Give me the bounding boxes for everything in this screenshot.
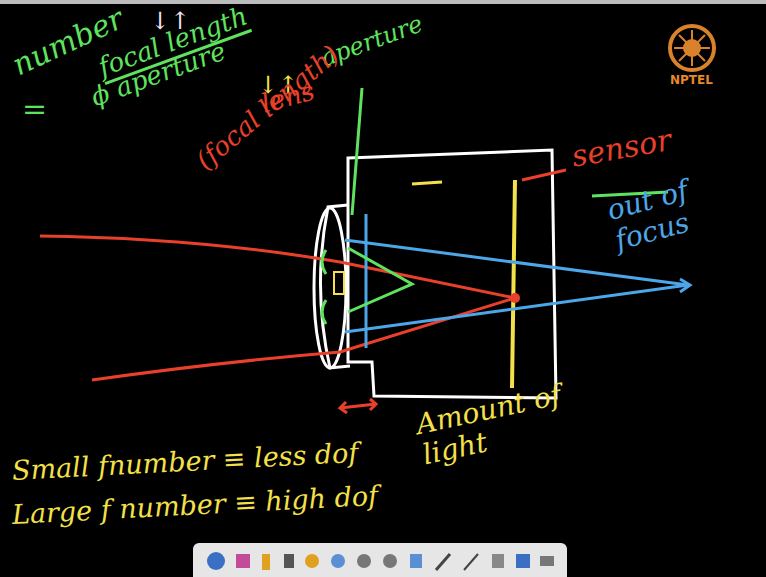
note-text: out of focus [604,169,726,257]
aperture-cone [348,248,412,312]
leader-line [522,170,566,180]
focus-point [510,293,520,303]
blue-line [365,214,368,348]
leader-line [352,88,362,215]
light-ray [40,236,515,298]
logo-spokes [674,30,710,66]
toolbar [193,543,567,577]
blue-head [680,279,690,292]
body-mark [412,182,442,184]
light-ray [92,298,515,380]
note-text: Large f number ≡ high dof [11,481,379,530]
aperture-bracket [322,250,326,324]
aperture-mark [334,272,344,294]
sensor-line [512,180,515,388]
lens [314,208,346,368]
note-text: Small fnumber ≡ less dof [11,438,359,486]
logo-ring [670,26,714,70]
logo-text: NPTEL [670,74,713,87]
note-text: Amount of light [414,379,574,470]
toolbar-icons [207,552,554,570]
part-label: sensor [569,123,673,173]
double-arrow [340,399,376,413]
formula-text: = [22,92,47,125]
camera-body [348,150,556,398]
